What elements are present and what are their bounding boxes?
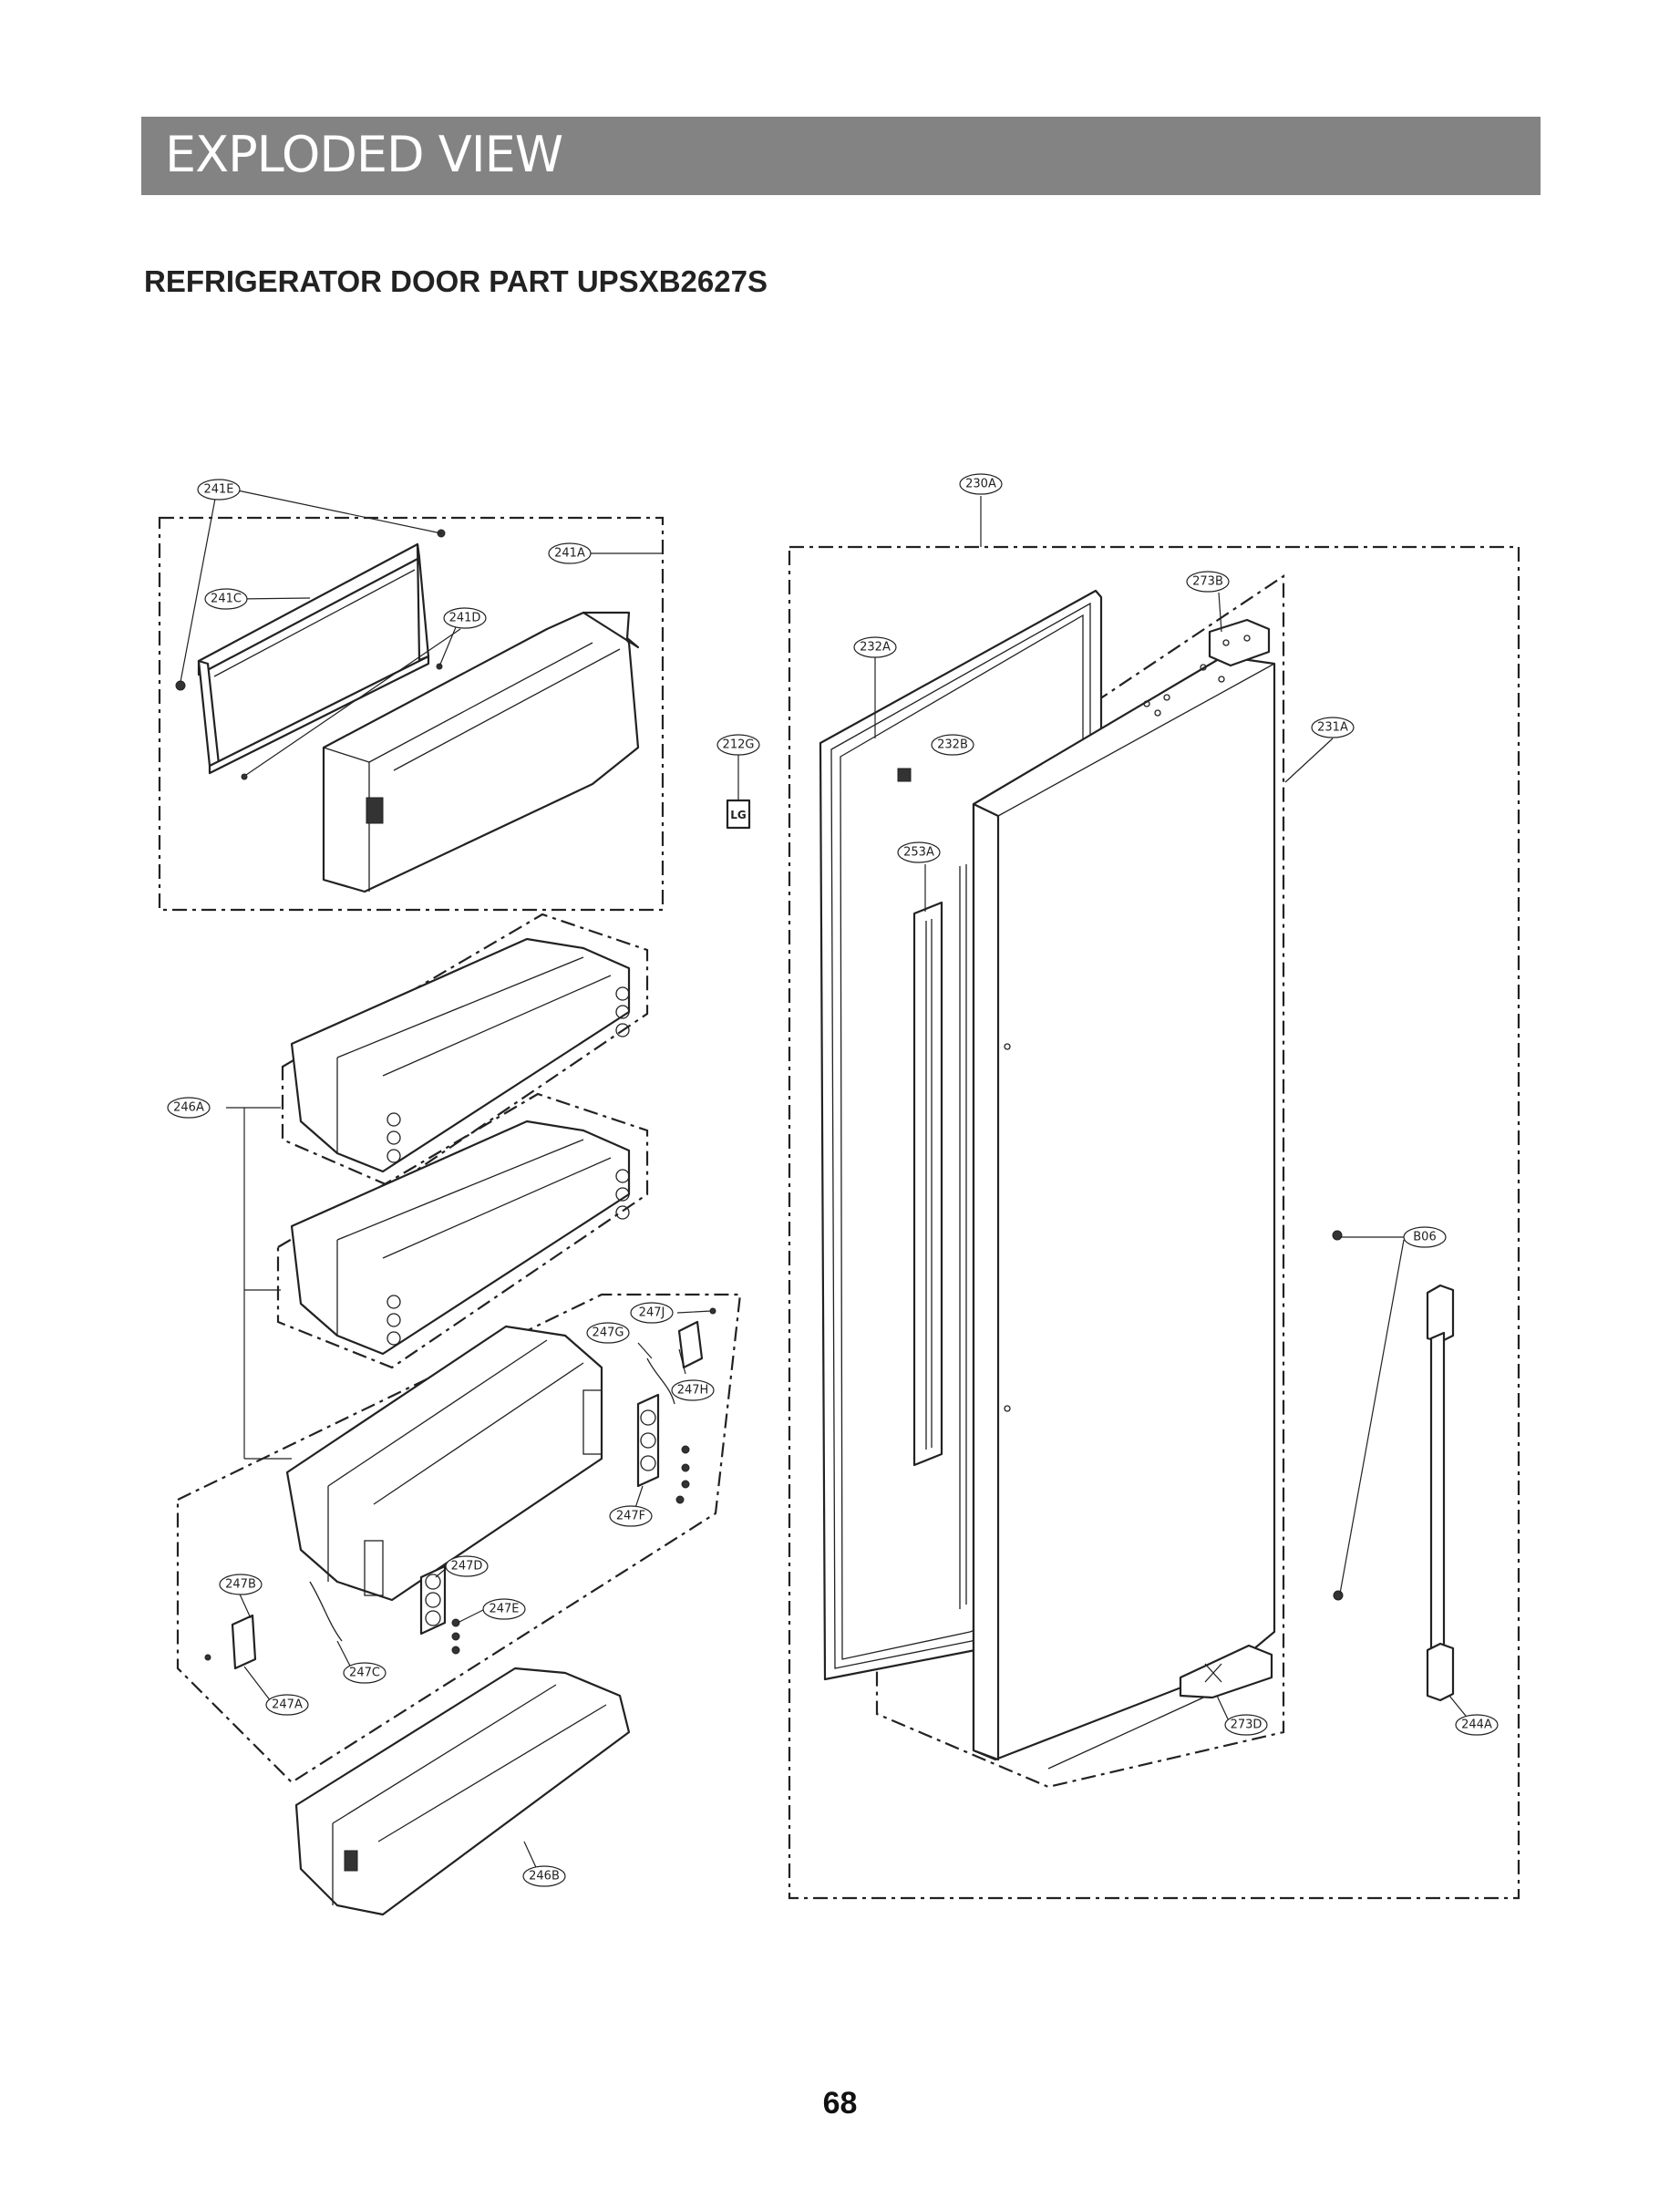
svg-text:247B: 247B xyxy=(225,1578,256,1592)
header-title: EXPLODED VIEW xyxy=(165,126,563,183)
door-bin-3-part xyxy=(285,1325,603,1602)
badge-part xyxy=(897,768,912,782)
callout-247B: 247B xyxy=(219,1574,263,1595)
svg-text:247C: 247C xyxy=(349,1667,380,1680)
svg-text:253A: 253A xyxy=(903,846,934,860)
top-hinge-part xyxy=(1208,618,1271,667)
callout-232A: 232A xyxy=(853,636,897,658)
callout-241A: 241A xyxy=(548,542,592,564)
svg-text:247F: 247F xyxy=(616,1510,645,1523)
bin-hinge-parts xyxy=(204,1307,716,1670)
svg-text:247A: 247A xyxy=(272,1698,303,1712)
group-box-bin-3 xyxy=(176,1293,742,1784)
callout-247E: 247E xyxy=(482,1598,526,1620)
upper-bin-part xyxy=(175,529,640,893)
group-box-230 xyxy=(788,545,1520,1900)
svg-text:247H: 247H xyxy=(677,1384,709,1398)
svg-text:247J: 247J xyxy=(639,1306,665,1320)
strip-part xyxy=(912,901,943,1467)
door-bin-2-part xyxy=(290,1120,631,1356)
lg-logo-part: LG xyxy=(726,799,751,830)
callout-241D: 241D xyxy=(443,607,487,629)
callout-232B: 232B xyxy=(931,734,974,756)
group-box-bin-1 xyxy=(281,913,649,1189)
svg-text:B06: B06 xyxy=(1413,1231,1436,1244)
callout-246A: 246A xyxy=(167,1097,211,1119)
callout-273D: 273D xyxy=(1224,1714,1268,1736)
lower-bin-part xyxy=(294,1667,631,1916)
svg-text:230A: 230A xyxy=(965,478,996,491)
svg-text:232A: 232A xyxy=(860,641,891,655)
callout-247J: 247J xyxy=(630,1302,674,1324)
svg-text:241E: 241E xyxy=(203,483,233,497)
diagram-subtitle: REFRIGERATOR DOOR PART UPSXB2627S xyxy=(144,264,768,298)
svg-text:241D: 241D xyxy=(449,612,481,625)
callout-244A: 244A xyxy=(1455,1714,1499,1736)
group-box-bin-2 xyxy=(276,1092,649,1369)
callout-253A: 253A xyxy=(897,841,941,863)
page-number: 68 xyxy=(822,2086,858,2121)
svg-text:246A: 246A xyxy=(173,1101,204,1115)
lg-logo-text: LG xyxy=(730,809,747,821)
callout-247C: 247C xyxy=(343,1662,387,1684)
callout-247F: 247F xyxy=(609,1505,653,1527)
svg-text:241C: 241C xyxy=(211,593,242,606)
callout-231A: 231A xyxy=(1311,717,1355,738)
svg-text:246B: 246B xyxy=(529,1870,560,1884)
svg-text:247E: 247E xyxy=(489,1603,519,1616)
callout-212G: 212G xyxy=(716,734,760,756)
callout-241E: 241E xyxy=(197,479,241,501)
svg-text:244A: 244A xyxy=(1461,1718,1492,1732)
callout-246B: 246B xyxy=(522,1865,566,1887)
door-handle-part xyxy=(1426,1284,1455,1702)
svg-text:212G: 212G xyxy=(723,738,755,752)
svg-text:247D: 247D xyxy=(451,1560,483,1574)
screw-parts xyxy=(1332,1230,1344,1601)
svg-text:247G: 247G xyxy=(593,1326,624,1340)
door-bin-1-part xyxy=(290,937,631,1173)
callout-247A: 247A xyxy=(265,1694,309,1716)
callout-B06: B06 xyxy=(1403,1226,1447,1248)
header-banner: EXPLODED VIEW xyxy=(141,117,1541,195)
svg-text:273D: 273D xyxy=(1231,1718,1263,1732)
callout-247H: 247H xyxy=(671,1379,715,1401)
callout-273B: 273B xyxy=(1186,571,1230,593)
svg-text:241A: 241A xyxy=(554,547,585,561)
callout-230A: 230A xyxy=(959,473,1003,495)
callout-247D: 247D xyxy=(445,1555,489,1577)
svg-text:273B: 273B xyxy=(1192,575,1223,589)
bottom-hinge-part xyxy=(1179,1644,1273,1699)
door-panel-part xyxy=(959,655,1276,1770)
svg-text:232B: 232B xyxy=(937,738,968,752)
svg-text:231A: 231A xyxy=(1317,721,1348,735)
callout-241C: 241C xyxy=(204,588,248,610)
callout-247G: 247G xyxy=(586,1322,630,1344)
group-box-241 xyxy=(158,516,665,912)
shelf-frame-part xyxy=(197,542,430,775)
